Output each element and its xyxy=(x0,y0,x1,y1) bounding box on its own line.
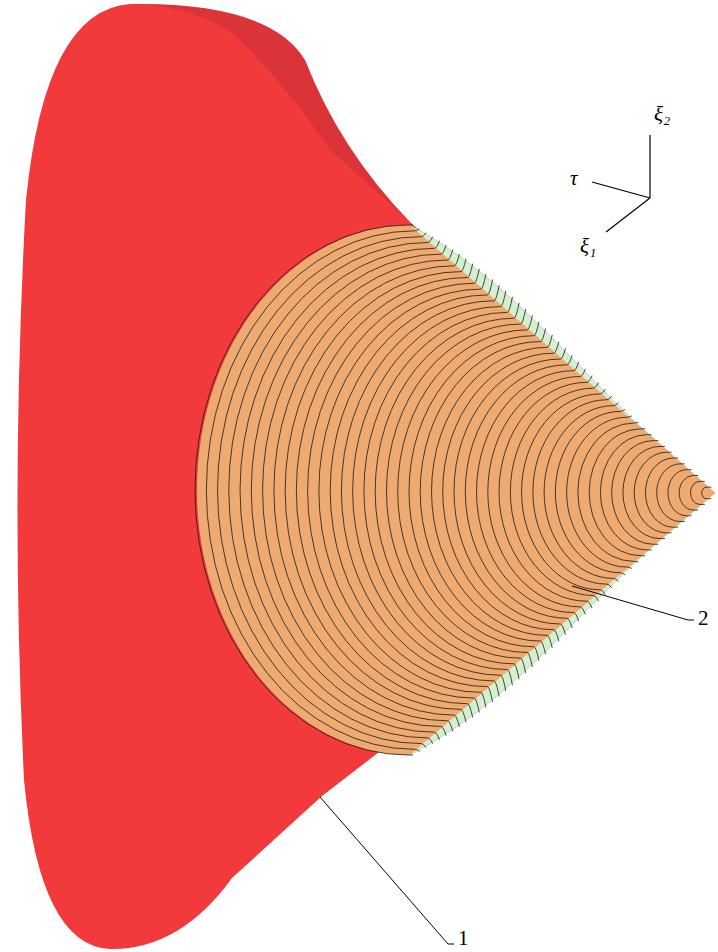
contour-line xyxy=(432,335,553,648)
contour-line xyxy=(330,279,492,702)
axis-label: ξ₂ xyxy=(654,104,670,125)
contour-line xyxy=(645,458,678,527)
contour-line xyxy=(690,481,704,504)
contour-line xyxy=(522,389,606,594)
contour-line xyxy=(420,328,545,654)
contour-line xyxy=(555,409,625,575)
inner-surface xyxy=(195,225,715,755)
contour-line xyxy=(454,348,566,634)
inner-body xyxy=(197,225,715,755)
contour-line xyxy=(477,362,579,621)
contour-line xyxy=(600,435,651,550)
contour-line xyxy=(409,322,539,661)
contour-line xyxy=(240,241,439,740)
axes xyxy=(592,135,650,232)
callout-number: 1 xyxy=(458,928,469,949)
contour-line xyxy=(353,291,506,691)
contour-line xyxy=(229,237,433,744)
contour-line xyxy=(465,355,572,628)
contour-line xyxy=(510,382,598,601)
contour-line xyxy=(623,446,665,538)
contour-line xyxy=(702,487,712,499)
contour-line xyxy=(567,416,632,569)
contour-line xyxy=(375,303,519,679)
contour-line xyxy=(285,259,466,723)
outer-cone-shade xyxy=(130,4,410,222)
contour-line xyxy=(679,476,698,511)
leader-lines xyxy=(320,586,694,944)
axis-label: ξ₁ xyxy=(580,236,596,257)
contour-line xyxy=(488,369,586,615)
callout-number: 2 xyxy=(698,608,709,629)
contour-line xyxy=(251,245,446,736)
contour-line xyxy=(386,309,525,673)
contour-line xyxy=(195,225,413,755)
outer-cone xyxy=(17,4,715,949)
contour-line xyxy=(296,264,472,718)
axis-label: τ xyxy=(570,168,578,189)
contour-line xyxy=(634,452,671,533)
contour-line xyxy=(206,229,419,752)
contour-line xyxy=(218,233,427,748)
contour-line xyxy=(657,464,685,522)
